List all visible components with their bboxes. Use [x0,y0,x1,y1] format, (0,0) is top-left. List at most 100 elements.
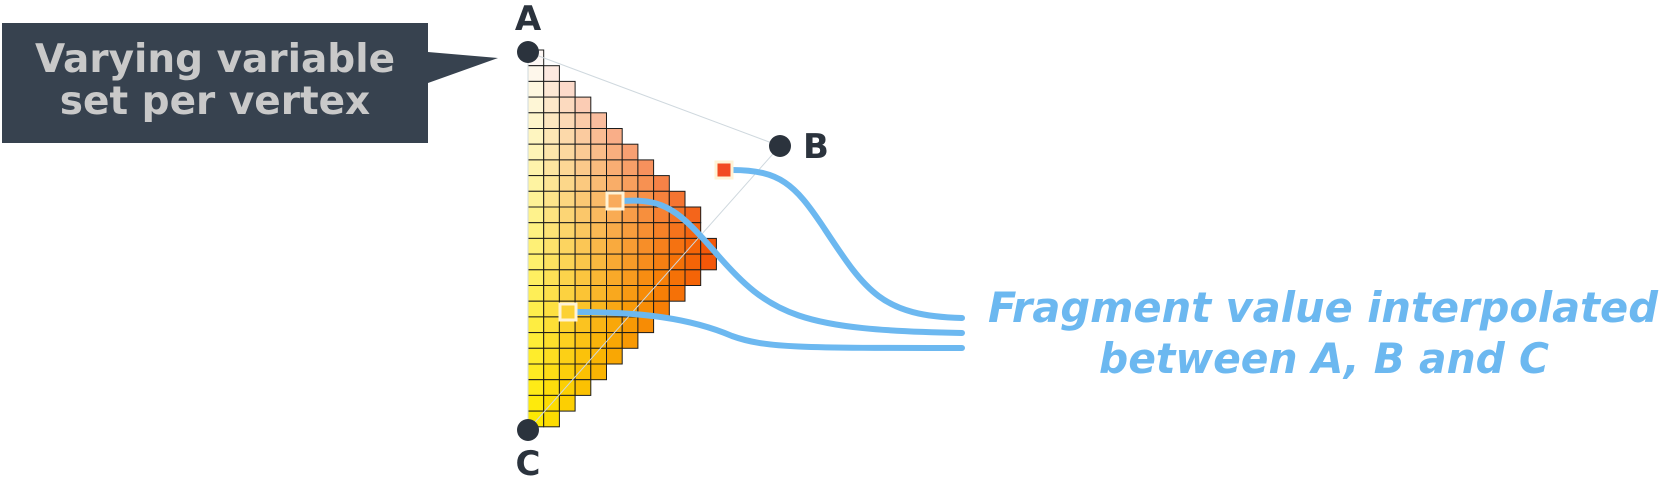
fragment-cell [543,96,560,114]
fragment-cell [543,285,560,302]
sample-fragment-near-c [558,302,578,322]
fragment-cell [621,316,639,334]
fragment-cell [558,222,576,239]
fragment-cell [574,159,592,177]
connector-curves [573,167,965,351]
fragment-cell [606,175,623,192]
fragment-cell [543,159,560,177]
connector-curve-b [729,167,965,321]
vertex-b-label: B [803,127,829,167]
fragment-cell [590,269,607,286]
fragment-cell [637,159,655,177]
fragment-cell [543,65,560,82]
fragment-cell [653,269,670,286]
fragment-cell [543,190,560,208]
callout-box [2,23,498,143]
fragment-cell [574,237,592,255]
fragment-cell [527,316,545,334]
fragment-cell [653,237,670,255]
fragment-cell [558,285,576,302]
fragment-cell [558,347,576,365]
fragment-cell [668,285,686,302]
fragment-cell [543,347,560,365]
rasterized-triangle-grid [527,49,717,428]
fragment-cell [606,159,623,177]
fragment-cell [621,175,639,192]
callout-line-2: set per vertex [60,79,370,124]
fragment-cell [606,347,623,365]
fragment-cell [543,253,560,271]
connector-curve-middle [620,197,965,336]
fragment-cell [590,175,607,192]
fragment-cell [606,332,623,349]
fragment-cell [606,269,623,286]
fragment-cell [527,128,545,145]
fragment-cell [574,222,592,239]
fragment-cell [621,222,639,239]
fragment-cell [543,175,560,192]
fragment-cell [574,175,592,192]
fragment-cell [606,237,623,255]
fragment-cell [543,206,560,224]
fragment-cell [543,379,560,396]
fragment-cell [700,253,717,271]
fragment-cell [653,175,670,192]
fragment-cell [668,190,686,208]
fragment-cell [621,237,639,255]
connector-curve-c [573,309,965,351]
fragment-cell [543,222,560,239]
fragment-cell [574,253,592,271]
fragment-cell [621,269,639,286]
fragment-cell [543,269,560,286]
fragment-cell [621,206,639,224]
fragment-cell [574,112,592,130]
fragment-cell [574,332,592,349]
fragment-cell [558,237,576,255]
fragment-cell [637,206,655,224]
fragment-cell [558,379,576,396]
fragment-label-line-1: Fragment value interpolated [988,283,1659,332]
fragment-cell [558,143,576,161]
fragment-cell [574,143,592,161]
fragment-cell [574,190,592,208]
fragment-cell [558,394,576,412]
fragment-cell [668,237,686,255]
vertex-c-label: C [516,444,541,478]
fragment-cell [543,300,560,318]
triangle-outline [527,51,781,432]
fragment-cell [590,190,607,208]
fragment-cell [590,237,607,255]
vertex-a-dot [517,41,539,63]
fragment-cell [590,128,607,145]
fragment-cell [527,96,545,114]
fragment-cell [543,128,560,145]
fragment-cell [543,363,560,381]
fragment-cell [606,285,623,302]
fragment-cell [684,237,702,255]
fragment-cell [543,332,560,349]
fragment-cell [527,394,545,412]
fragment-cell [527,112,545,130]
fragment-cell [574,128,592,145]
fragment-cell [684,253,702,271]
fragment-cell [653,222,670,239]
fragment-cell [590,253,607,271]
fragment-cell [684,269,702,286]
fragment-cell [653,253,670,271]
fragment-cell [558,112,576,130]
fragment-cell [527,80,545,98]
fragment-cell [527,332,545,349]
fragment-cell [621,285,639,302]
fragment-cell [574,206,592,224]
fragment-cell [574,379,592,396]
fragment-cell [527,175,545,192]
fragment-cell [621,253,639,271]
fragment-cell [543,143,560,161]
vertex-b-dot [769,135,791,157]
fragment-cell [543,410,560,428]
fragment-cell [527,190,545,208]
fragment-cell [637,237,655,255]
fragment-cell [527,206,545,224]
callout-line-1: Varying variable [35,37,395,82]
